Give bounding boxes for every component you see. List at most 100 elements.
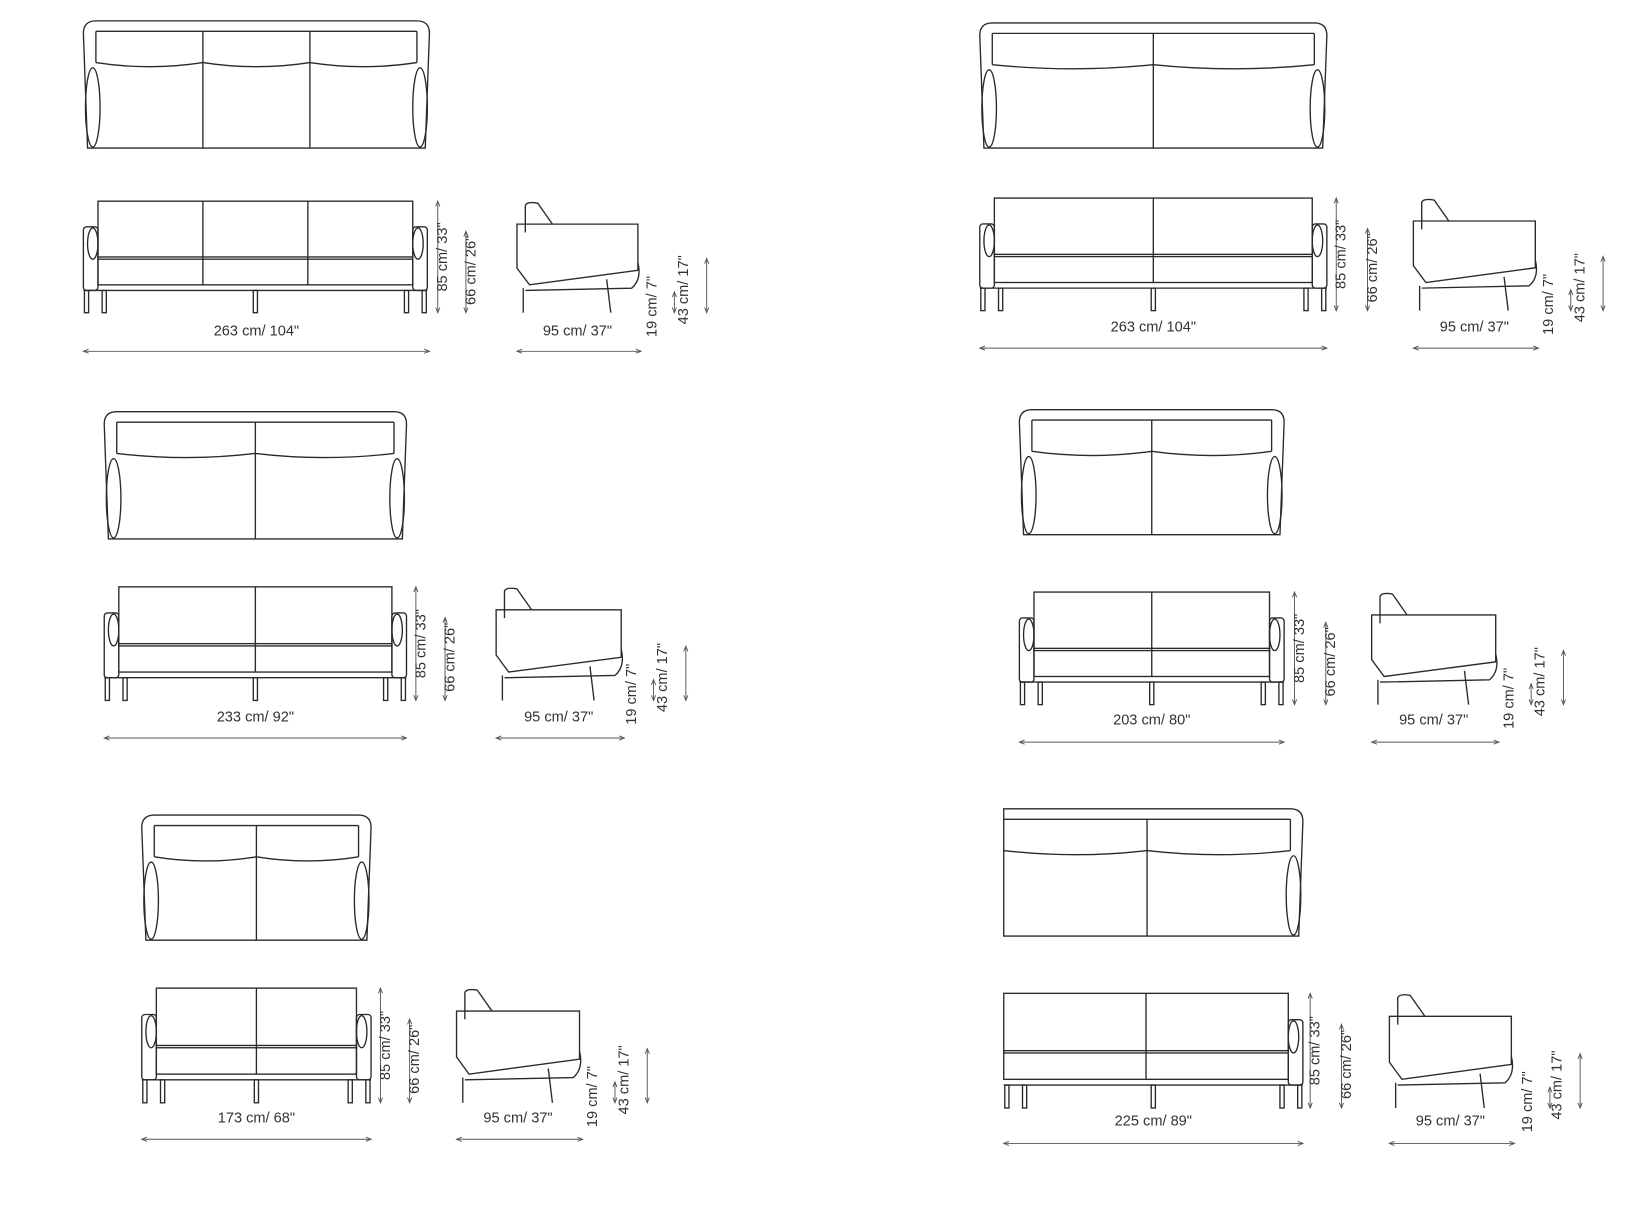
arrow-icon bbox=[683, 644, 689, 652]
armrest-cushion bbox=[1268, 618, 1281, 652]
arrow-icon bbox=[651, 678, 657, 685]
arm bbox=[1287, 1019, 1304, 1086]
width-label: 225 cm/ 89" bbox=[1115, 1114, 1192, 1130]
arrow-icon bbox=[612, 1080, 618, 1088]
arrow-icon bbox=[435, 199, 441, 207]
front-view bbox=[1003, 992, 1304, 1109]
side-view bbox=[495, 587, 624, 701]
arrow-icon bbox=[1600, 255, 1606, 262]
leg bbox=[347, 1079, 353, 1104]
leg bbox=[382, 677, 389, 702]
leg-height-label: 19 cm/ 7" bbox=[585, 1066, 601, 1127]
arrow-icon bbox=[102, 735, 110, 741]
top-view bbox=[103, 411, 408, 540]
arm-height-label: 66 cm/ 26" bbox=[1339, 1030, 1355, 1099]
leg-height-label: 19 cm/ 7" bbox=[624, 664, 640, 725]
arrow-icon bbox=[413, 695, 419, 702]
side-seat bbox=[1397, 1056, 1514, 1086]
leg bbox=[605, 279, 612, 313]
width-label: 263 cm/ 104" bbox=[214, 324, 299, 340]
height-label: 85 cm/ 33" bbox=[1292, 614, 1308, 683]
leg bbox=[1503, 276, 1509, 311]
armrest-cushion bbox=[353, 861, 370, 940]
arrow-icon bbox=[1321, 345, 1329, 351]
leg bbox=[101, 289, 107, 314]
arrow-icon bbox=[463, 307, 469, 314]
leg bbox=[1150, 287, 1157, 312]
arrow-icon bbox=[82, 348, 89, 354]
depth-label: 95 cm/ 37" bbox=[543, 324, 612, 340]
arrow-icon bbox=[1577, 1102, 1583, 1110]
leg bbox=[1479, 1073, 1485, 1109]
front-view bbox=[1018, 591, 1285, 706]
side-backrest bbox=[503, 587, 533, 619]
side-seat bbox=[1421, 259, 1538, 289]
leg-height-label: 19 cm/ 7" bbox=[645, 276, 661, 337]
arrow-icon bbox=[1338, 1023, 1344, 1030]
leg bbox=[1320, 287, 1327, 312]
arrow-icon bbox=[635, 348, 643, 354]
leg bbox=[122, 677, 128, 702]
arrow-icon bbox=[1297, 1140, 1305, 1146]
front-view bbox=[141, 987, 372, 1104]
leg bbox=[159, 1079, 166, 1104]
arm bbox=[1018, 617, 1035, 683]
backrest bbox=[97, 200, 414, 260]
width-label: 263 cm/ 104" bbox=[1111, 319, 1196, 335]
seat-height-label: 43 cm/ 17" bbox=[1533, 647, 1549, 716]
back-cushion-edge bbox=[95, 61, 418, 68]
armrest-cushion bbox=[983, 224, 996, 258]
arm-height-label: 66 cm/ 26" bbox=[442, 623, 458, 692]
arrow-icon bbox=[1364, 305, 1371, 312]
arm bbox=[412, 226, 429, 292]
depth-label: 95 cm/ 37" bbox=[1399, 712, 1468, 728]
leg-height-label: 19 cm/ 7" bbox=[1520, 1071, 1536, 1132]
front-view bbox=[82, 200, 429, 314]
armrest-cushion bbox=[1309, 69, 1326, 148]
arm bbox=[82, 226, 99, 292]
arrow-icon bbox=[424, 348, 431, 354]
leg bbox=[1463, 670, 1470, 705]
arrow-icon bbox=[1278, 739, 1286, 745]
arrow-icon bbox=[671, 307, 677, 314]
leg bbox=[1037, 681, 1043, 706]
arrow-icon bbox=[1560, 649, 1566, 656]
height-label: 85 cm/ 33" bbox=[435, 222, 451, 291]
arrow-icon bbox=[442, 616, 448, 623]
top-view bbox=[979, 22, 1328, 149]
leg bbox=[252, 289, 259, 314]
arrow-icon bbox=[704, 307, 710, 314]
arrow-icon bbox=[1568, 288, 1574, 296]
leg bbox=[1004, 1084, 1010, 1109]
arrow-icon bbox=[494, 735, 502, 741]
armrest-cushion bbox=[391, 613, 404, 647]
side-view bbox=[455, 988, 582, 1103]
arrow-icon bbox=[1533, 345, 1540, 351]
arm bbox=[355, 1013, 372, 1081]
arrow-icon bbox=[1370, 739, 1378, 745]
arrow-icon bbox=[1323, 699, 1329, 706]
armrest-cushion bbox=[1022, 618, 1035, 652]
arrow-icon bbox=[515, 348, 523, 354]
arrow-icon bbox=[407, 1097, 413, 1105]
sofa-unit-5: 173 cm/ 68"95 cm/ 37"85 cm/ 33"66 cm/ 26… bbox=[140, 814, 650, 1142]
arrow-icon bbox=[1292, 699, 1298, 706]
top-view-outline bbox=[103, 411, 408, 540]
front-view bbox=[103, 586, 408, 702]
arrow-icon bbox=[704, 257, 710, 264]
side-body bbox=[1412, 220, 1536, 284]
side-seat bbox=[504, 649, 624, 679]
arrow-icon bbox=[1568, 305, 1574, 312]
leg bbox=[1296, 1084, 1303, 1109]
top-view bbox=[1018, 408, 1285, 536]
top-view bbox=[82, 20, 431, 149]
seat-height-label: 43 cm/ 17" bbox=[617, 1045, 633, 1114]
arrow-icon bbox=[1412, 345, 1419, 351]
armrest-cushion bbox=[105, 457, 122, 539]
leg bbox=[83, 289, 90, 314]
arm-height-label: 66 cm/ 26" bbox=[463, 236, 479, 305]
arrow-icon bbox=[407, 1017, 413, 1025]
arrow-icon bbox=[644, 1047, 650, 1054]
armrest-cushion bbox=[1020, 455, 1037, 535]
